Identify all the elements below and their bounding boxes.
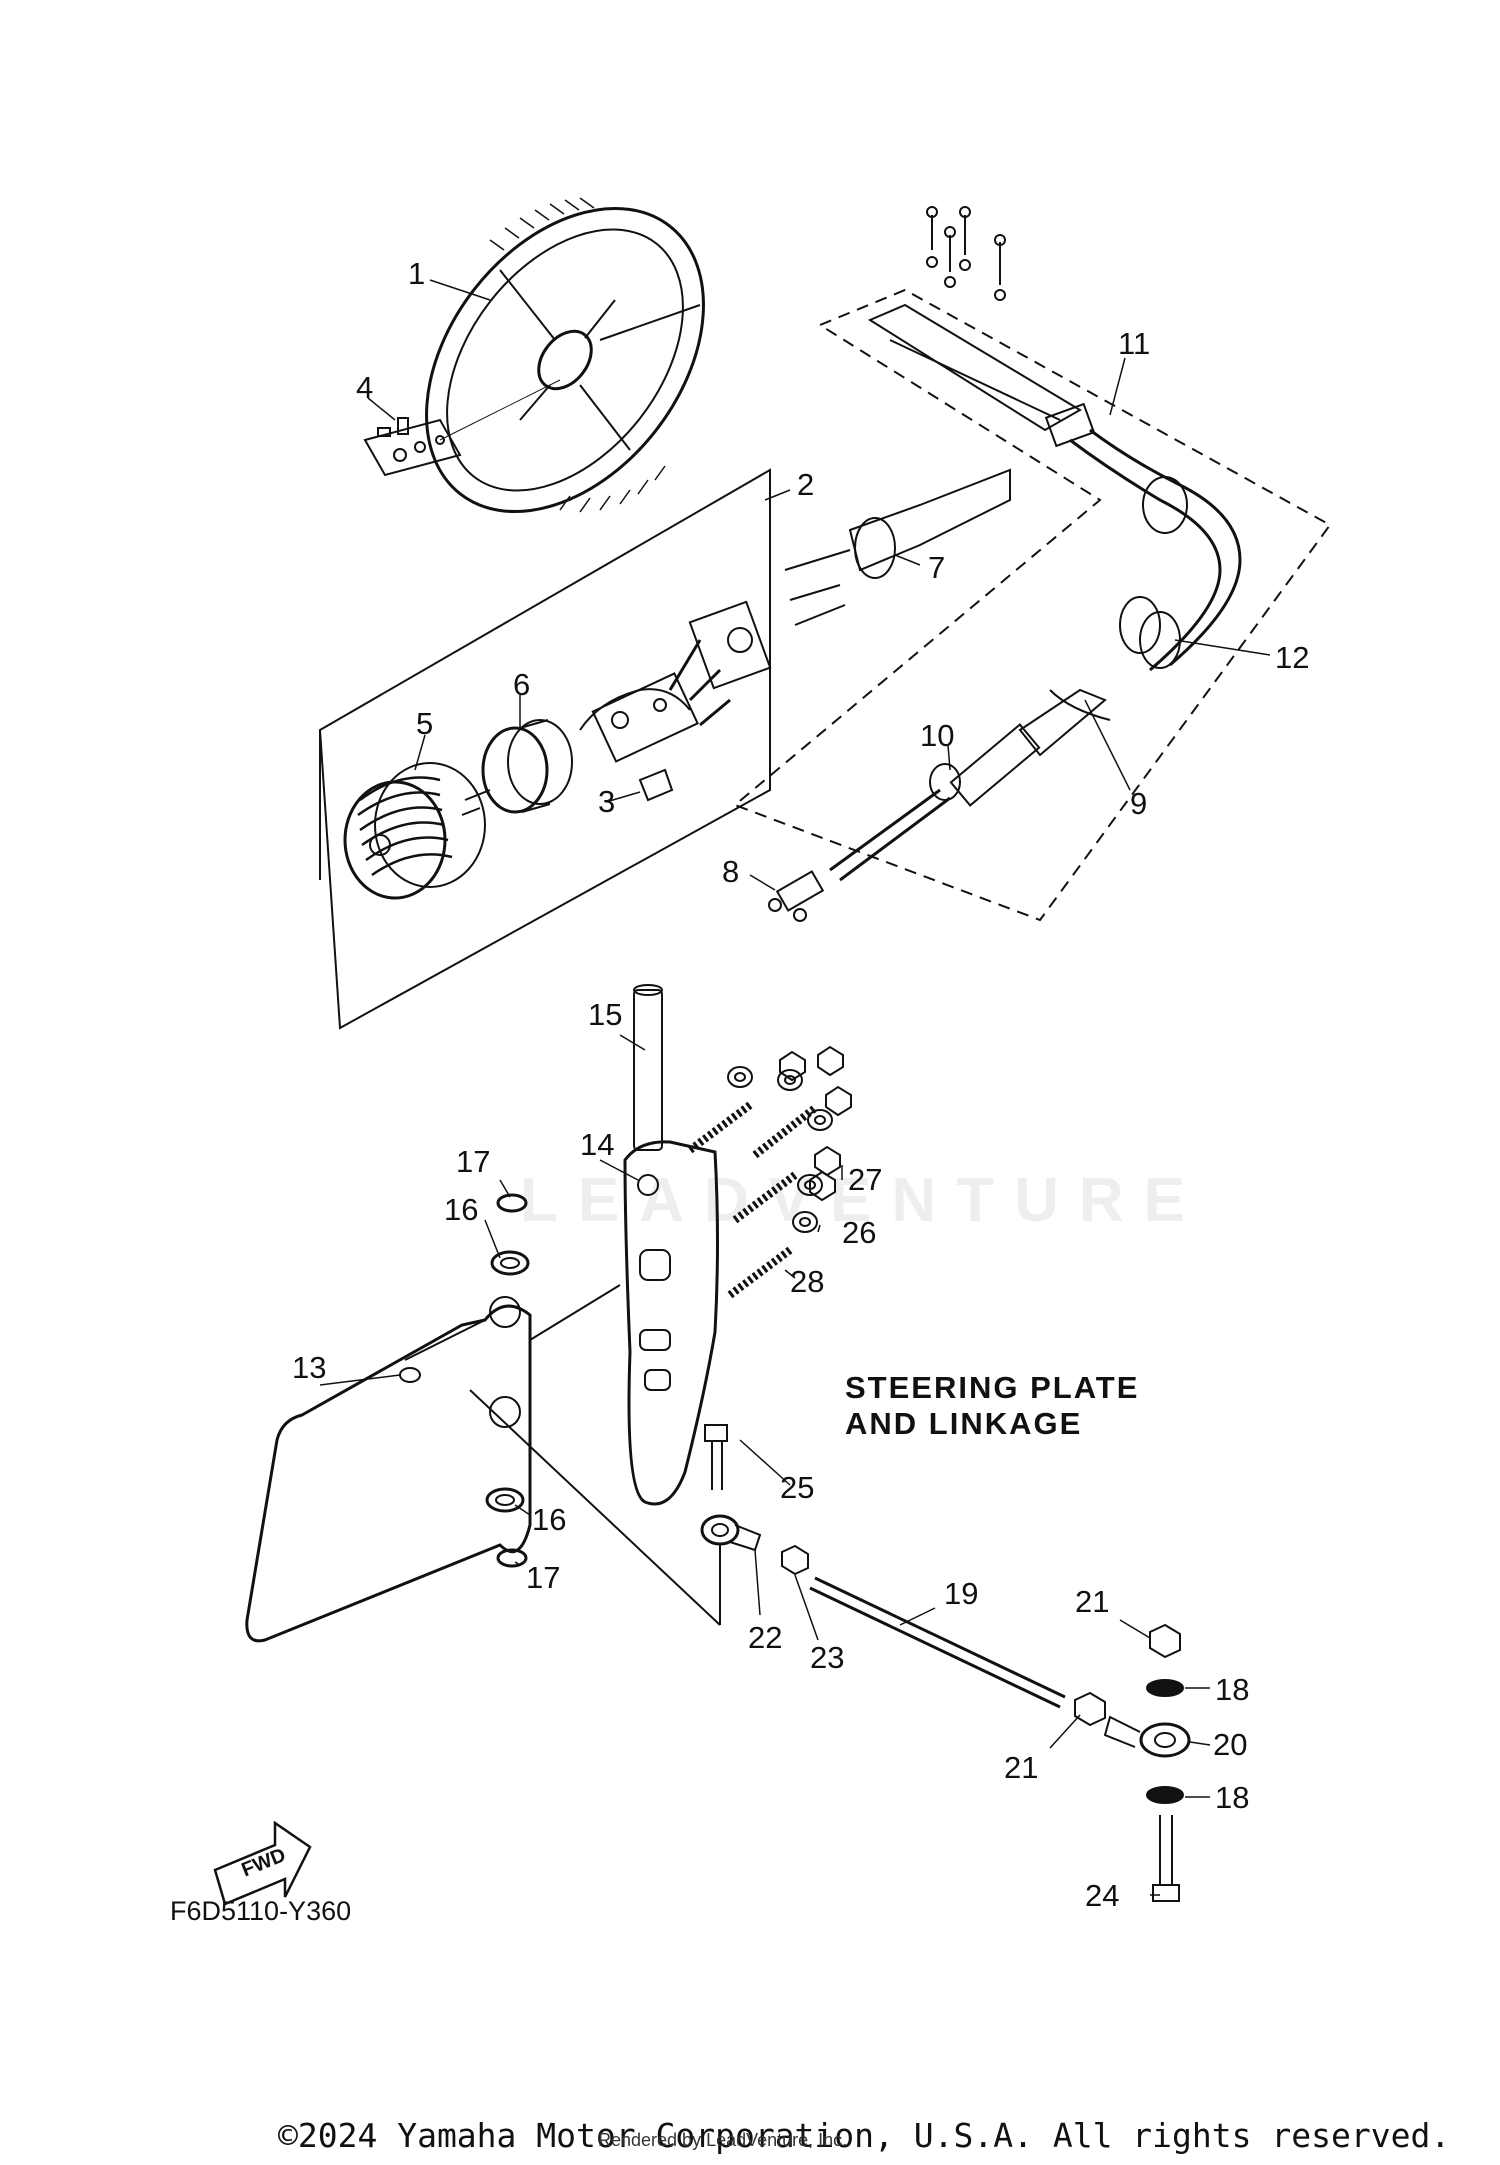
nut-21-upper bbox=[1149, 1623, 1181, 1659]
callout-18-upper: 18 bbox=[1215, 1672, 1249, 1707]
washer-nut-set bbox=[727, 1045, 852, 1233]
callout-13: 13 bbox=[292, 1350, 326, 1385]
callout-16-lower: 16 bbox=[532, 1502, 566, 1537]
bolts-part bbox=[926, 206, 1006, 301]
rod-end-part bbox=[700, 1514, 762, 1552]
bolt-24-part bbox=[1152, 1815, 1180, 1902]
callout-23: 23 bbox=[810, 1640, 844, 1675]
callout-9: 9 bbox=[1130, 786, 1147, 821]
hub-part bbox=[343, 762, 486, 900]
callout-12: 12 bbox=[1275, 640, 1309, 675]
washer-18-upper bbox=[1146, 1679, 1184, 1697]
controller-part bbox=[867, 303, 1096, 448]
callout-16-upper: 16 bbox=[444, 1192, 478, 1227]
callout-19: 19 bbox=[944, 1576, 978, 1611]
shaft-part bbox=[784, 468, 1011, 626]
tie-rod-part bbox=[809, 1576, 1066, 1709]
assembly-frame-2 bbox=[318, 468, 771, 1030]
washer-oring-set bbox=[485, 1193, 530, 1568]
callout-28: 28 bbox=[790, 1264, 824, 1299]
callout-24: 24 bbox=[1085, 1878, 1119, 1913]
diagram-title-line2: AND LINKAGE bbox=[845, 1406, 1083, 1441]
callout-14: 14 bbox=[580, 1127, 614, 1162]
callout-22: 22 bbox=[748, 1620, 782, 1655]
callout-27: 27 bbox=[848, 1162, 882, 1197]
steering-wheel-part bbox=[425, 197, 705, 514]
callout-25: 25 bbox=[780, 1470, 814, 1505]
rod-part bbox=[829, 688, 1111, 882]
callout-18-lower: 18 bbox=[1215, 1780, 1249, 1815]
callout-3: 3 bbox=[598, 784, 615, 819]
washer-18-lower bbox=[1146, 1786, 1184, 1804]
steering-mechanism bbox=[579, 600, 772, 763]
diagram-title-line1: STEERING PLATE bbox=[845, 1370, 1140, 1405]
nut-21-lower bbox=[1074, 1691, 1106, 1727]
callout-15: 15 bbox=[588, 997, 622, 1032]
callout-10: 10 bbox=[920, 718, 954, 753]
callout-17-lower: 17 bbox=[526, 1560, 560, 1595]
cable-assembly-box bbox=[733, 288, 1332, 922]
callout-1: 1 bbox=[408, 256, 425, 291]
end-fitting-part bbox=[768, 870, 825, 922]
fwd-arrow-icon bbox=[213, 1820, 312, 1906]
callout-6: 6 bbox=[513, 667, 530, 702]
callout-4: 4 bbox=[356, 370, 373, 405]
callout-8: 8 bbox=[722, 854, 739, 889]
steering-plate-part bbox=[623, 1140, 719, 1506]
bolt-part bbox=[704, 1424, 728, 1490]
callout-2: 2 bbox=[797, 467, 814, 502]
rod-end-20-part bbox=[1103, 1715, 1191, 1758]
callout-20: 20 bbox=[1213, 1727, 1247, 1762]
callout-21-lower: 21 bbox=[1004, 1750, 1038, 1785]
clip-part bbox=[638, 768, 674, 802]
copyright-notice: ©2024 Yamaha Motor Corporation, U.S.A. A… bbox=[278, 2116, 1451, 2155]
diagram-code: F6D5110-Y360 bbox=[170, 1896, 352, 1926]
callout-17-upper: 17 bbox=[456, 1144, 490, 1179]
ring-part bbox=[481, 719, 573, 814]
bracket-part bbox=[245, 1284, 721, 1643]
rendered-by: Rendered by LeadVenture, Inc. bbox=[598, 2130, 848, 2150]
nut-washer-set-part bbox=[363, 417, 462, 477]
diagram-title: STEERING PLATE AND LINKAGE bbox=[845, 1370, 1139, 1442]
watermark: LEADVENTURE bbox=[520, 1166, 1206, 1235]
callout-11: 11 bbox=[1118, 326, 1150, 361]
callout-21-upper: 21 bbox=[1075, 1584, 1109, 1619]
leader-lines bbox=[319, 279, 1271, 1896]
cable-part bbox=[1069, 428, 1242, 672]
pin-part bbox=[633, 984, 663, 1151]
callout-5: 5 bbox=[416, 706, 433, 741]
callout-7: 7 bbox=[928, 550, 945, 585]
stud-part bbox=[687, 1101, 818, 1299]
callout-26: 26 bbox=[842, 1215, 876, 1250]
nut-part bbox=[781, 1544, 809, 1576]
